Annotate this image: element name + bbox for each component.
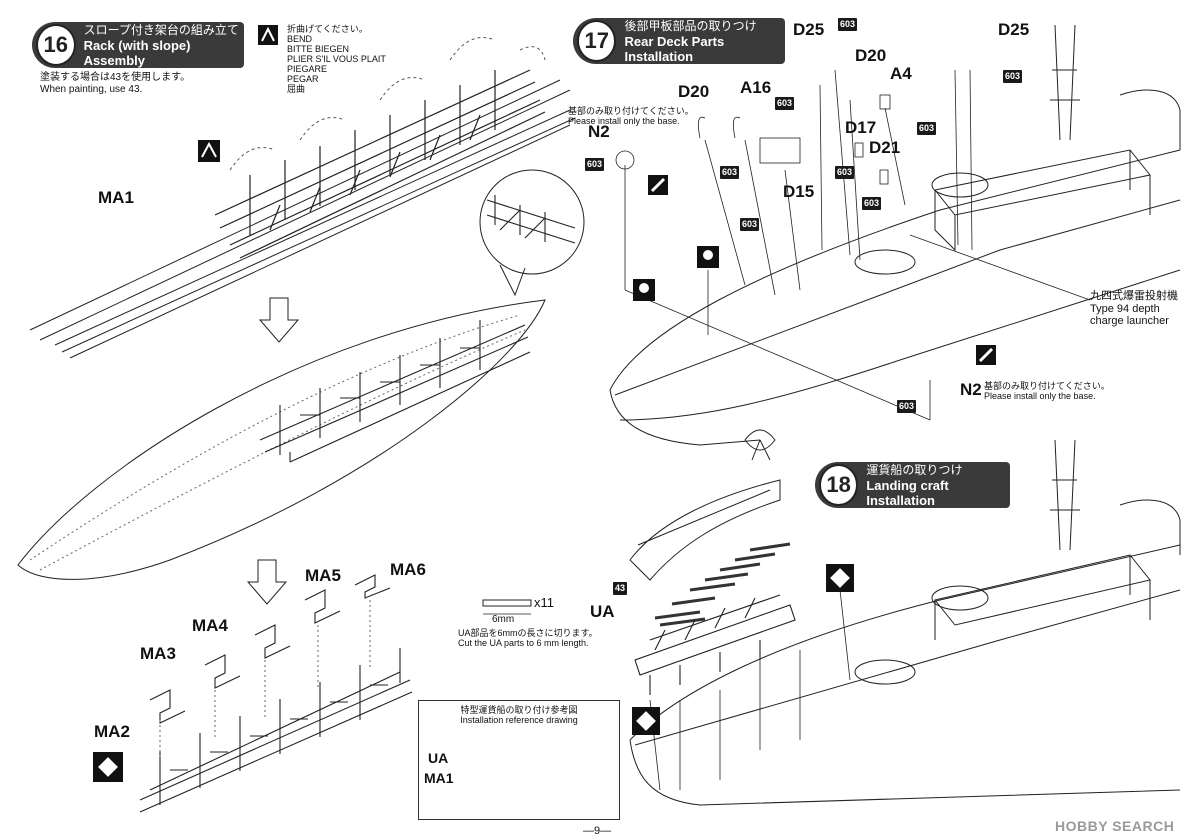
part-label-d15: D15 [783, 182, 815, 201]
part-label-n2-b: N2 [960, 380, 982, 399]
part-label-d21: D21 [869, 138, 901, 157]
bend-notes: 折曲げてください。 BEND BITTE BIEGEN PLIER S'IL V… [287, 24, 386, 94]
part-label-a16: A16 [740, 78, 772, 97]
step-16-title-jp: スロープ付き架台の組み立て [83, 22, 239, 37]
ref-title-jp: 特型運貨船の取り付け参考図 [460, 705, 578, 715]
ref-part-ma1: MA1 [424, 770, 454, 786]
part-label-a4: A4 [890, 64, 912, 83]
bend-note-line: BEND [287, 34, 313, 44]
paint-badge: 603 [917, 122, 937, 135]
paint-badge: 603 [835, 166, 855, 179]
paint-badge: 603 [862, 197, 882, 210]
step-16-header: 16 スロープ付き架台の組み立て Rack (with slope) Assem… [32, 22, 244, 68]
bend-note-line: 屈曲 [287, 84, 306, 94]
cut-note-jp: UA部品を6mmの長さに切ります。 [458, 628, 598, 638]
step-16-title-en: Rack (with slope) Assembly [83, 37, 191, 68]
bend-note-line: PIEGARE [287, 64, 328, 74]
launcher-label-en2: charge launcher [1090, 315, 1169, 327]
step-16-paint-note-jp: 塗装する場合は43を使用します。 [40, 72, 191, 83]
part-label-n2: N2 [588, 122, 610, 141]
launcher-label-jp: 九四式爆雷投射機 [1090, 290, 1178, 302]
ref-part-ua: UA [428, 750, 449, 766]
cut-count: x11 [534, 595, 554, 610]
part-label-ma2: MA2 [94, 722, 130, 741]
part-label-ma4: MA4 [192, 616, 228, 635]
part-label-ma5: MA5 [305, 566, 341, 585]
paint-badge: 603 [740, 218, 760, 231]
step-16-number: 16 [36, 24, 76, 66]
step-18-title-jp: 運貨船の取りつけ [866, 462, 963, 477]
part-label-d25: D25 [793, 20, 825, 39]
step-16-paint-note-en: When painting, use 43. [40, 84, 143, 95]
base-note-en-b: Please install only the base. [984, 391, 1096, 401]
step-18-title-en: Landing craft Installation [866, 477, 949, 508]
cut-note-en: Cut the UA parts to 6 mm length. [458, 638, 589, 648]
part-label-ua: UA [590, 602, 615, 621]
paint-badge: 603 [720, 166, 740, 179]
reference-drawing-box: 特型運貨船の取り付け参考図 Installation reference dra… [418, 700, 620, 820]
part-label-ma1: MA1 [98, 188, 134, 207]
part-label-ma3: MA3 [140, 644, 176, 663]
bend-note-line: BITTE BIEGEN [287, 44, 350, 54]
bend-note-line: PEGAR [287, 74, 319, 84]
step-17-header: 17 後部甲板部品の取りつけ Rear Deck Parts Installat… [573, 18, 785, 64]
part-label-d20: D20 [678, 82, 710, 101]
paint-badge: 603 [838, 18, 858, 31]
paint-badge: 603 [1003, 70, 1023, 83]
part-label-d17: D17 [845, 118, 877, 137]
step-17-title-en: Rear Deck Parts Installation [624, 33, 725, 64]
paint-badge: 603 [585, 158, 605, 171]
base-note-jp: 基部のみ取り付けてください。 [568, 106, 694, 116]
bend-note-line: PLIER S'IL VOUS PLAIT [287, 54, 386, 64]
launcher-label-en1: Type 94 depth [1090, 303, 1160, 315]
base-note-en: Please install only the base. [568, 116, 680, 126]
watermark: HOBBY SEARCH [1055, 818, 1175, 834]
page-number: —9— [583, 825, 612, 837]
part-label-d20-b: D20 [855, 46, 887, 65]
step-17-title-jp: 後部甲板部品の取りつけ [624, 18, 757, 33]
base-note-jp-b: 基部のみ取り付けてください。 [984, 381, 1110, 391]
cut-length: 6mm [492, 614, 515, 625]
paint-badge-43: 43 [613, 582, 628, 595]
step-17-number: 17 [577, 20, 617, 62]
paint-badge: 603 [897, 400, 917, 413]
step-18-header: 18 運貨船の取りつけ Landing craft Installation [815, 462, 1010, 508]
ref-title-en: Installation reference drawing [460, 715, 578, 725]
step-18-number: 18 [819, 464, 859, 506]
bend-note-line: 折曲げてください。 [287, 24, 368, 34]
part-label-d25-b: D25 [998, 20, 1030, 39]
paint-badge: 603 [775, 97, 795, 110]
part-label-ma6: MA6 [390, 560, 426, 579]
